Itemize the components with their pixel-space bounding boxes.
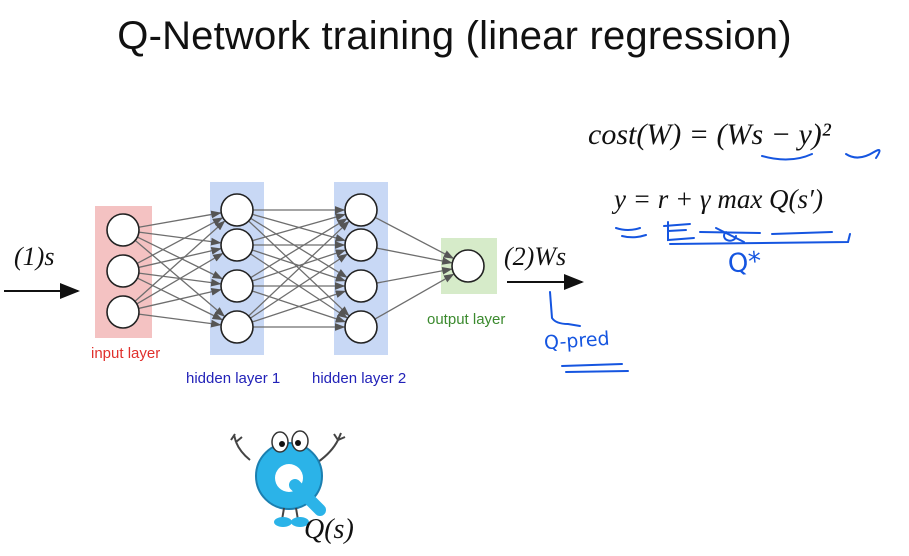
connection-edge <box>374 216 455 259</box>
connection-edge <box>138 313 222 328</box>
output-ws-label: (2)Ws <box>504 242 567 271</box>
q-mascot-icon <box>230 430 346 527</box>
connection-edge <box>374 273 455 320</box>
output-layer-label: output layer <box>427 311 506 328</box>
connection-edge <box>249 253 348 319</box>
hidden-layer-2-label: hidden layer 2 <box>312 370 407 387</box>
connection-edge <box>376 266 453 284</box>
neuron-node <box>344 228 378 262</box>
hidden-layer-1-label: hidden layer 1 <box>186 370 281 387</box>
network-connections <box>134 206 455 331</box>
neuron-node <box>344 193 378 227</box>
mascot-caption: Q(s) <box>304 514 354 545</box>
input-state-label: (1)s <box>14 242 55 271</box>
connection-edge <box>134 220 226 302</box>
connection-edge <box>250 218 348 279</box>
neuron-node <box>344 310 378 344</box>
target-equation: y = r + γ max Q(s′) <box>614 184 823 214</box>
neuron-node <box>220 228 254 262</box>
connection-edge <box>138 288 222 310</box>
neuron-node <box>220 269 254 303</box>
connection-edge <box>251 290 347 323</box>
neuron-node <box>451 249 485 283</box>
neuron-node <box>106 213 140 247</box>
neuron-node <box>220 310 254 344</box>
neuron-node <box>220 193 254 227</box>
connection-edge <box>376 247 453 265</box>
cost-equation: cost(W) = (Ws − y)² <box>588 118 831 151</box>
connection-edge <box>136 252 224 305</box>
neuron-node <box>344 269 378 303</box>
neuron-node <box>106 254 140 288</box>
connection-edge <box>136 217 224 265</box>
slide-title: Q-Network training (linear regression) <box>117 14 792 58</box>
input-layer-label: input layer <box>91 345 161 362</box>
connection-edge <box>138 247 222 269</box>
network-nodes <box>106 193 485 344</box>
connection-edge <box>248 220 350 317</box>
handwritten-marks <box>549 149 881 373</box>
neuron-node <box>106 295 140 329</box>
connection-edge <box>251 249 347 282</box>
handwritten-q-star: Q* <box>726 246 763 280</box>
connection-edge <box>252 213 346 242</box>
handwritten-q-pred: Q-pred <box>543 327 611 355</box>
connection-edge <box>138 210 222 228</box>
connection-edge <box>138 231 222 246</box>
